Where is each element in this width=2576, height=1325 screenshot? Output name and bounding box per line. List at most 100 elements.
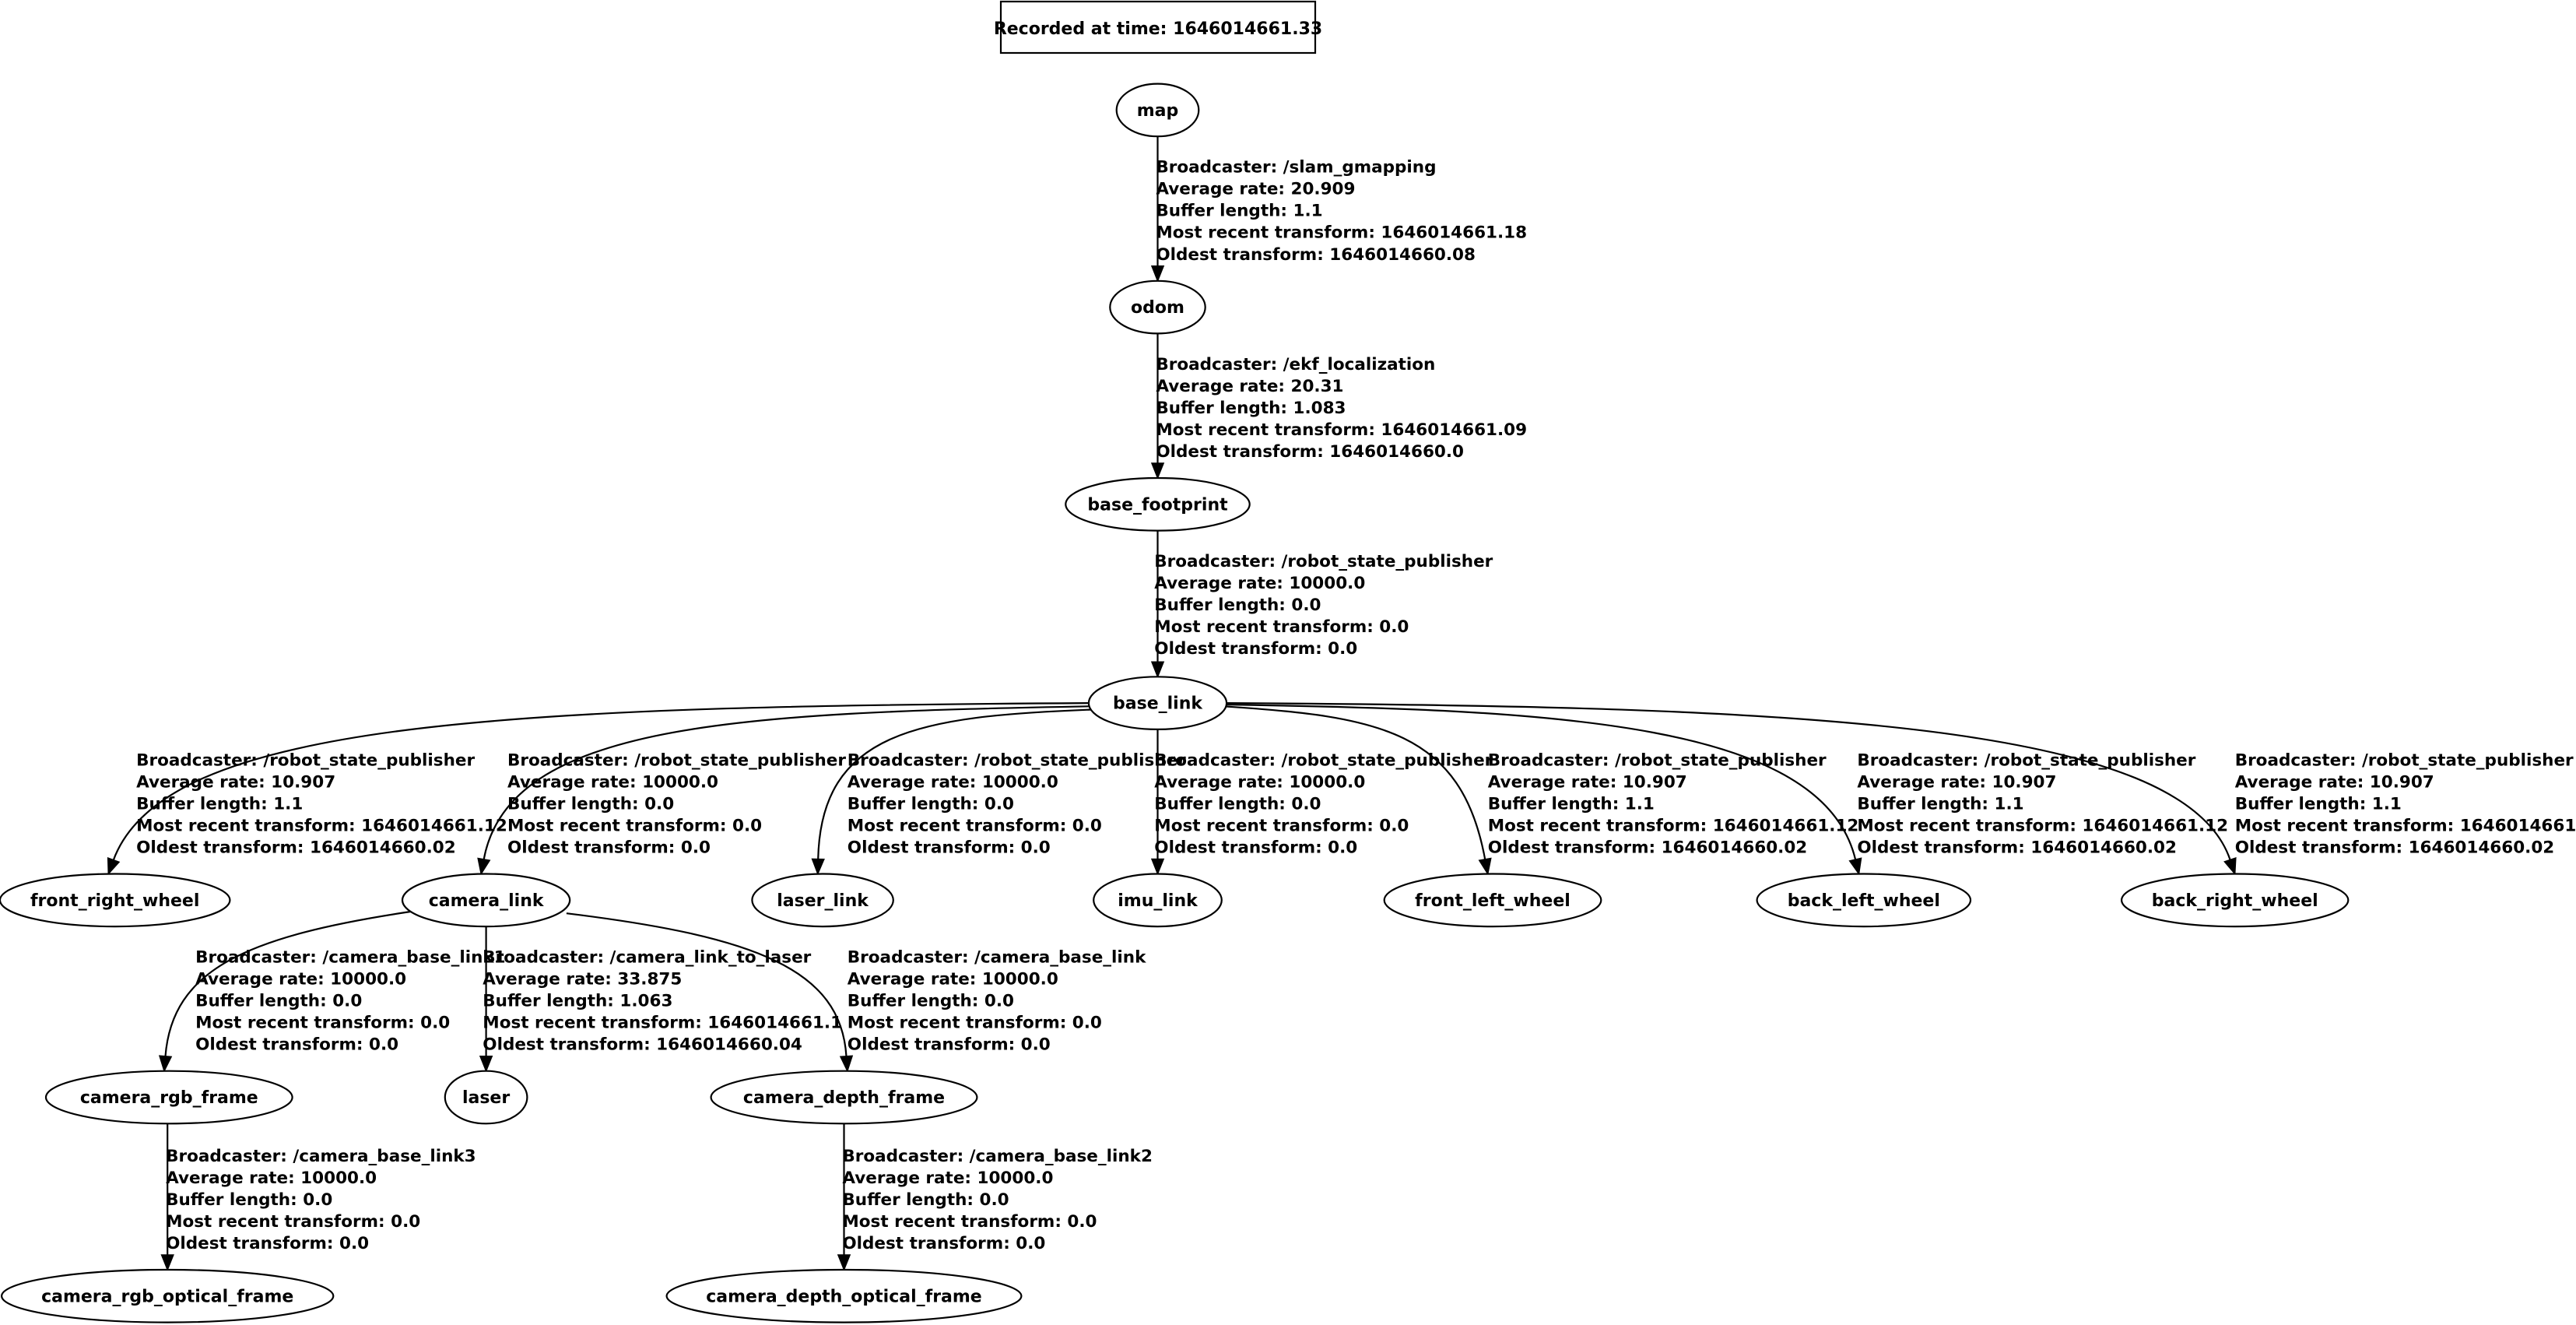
edge-label-line: Buffer length: 1.1 — [136, 794, 303, 814]
arrowhead-icon — [479, 1055, 493, 1073]
edge-label-line: Buffer length: 0.0 — [842, 1190, 1009, 1210]
arrowhead-icon — [1150, 265, 1165, 283]
edge-label-line: Average rate: 10000.0 — [1154, 772, 1365, 792]
node-label: back_right_wheel — [2152, 891, 2318, 911]
node-label: laser — [462, 1088, 510, 1108]
node-label: base_link — [1113, 694, 1203, 714]
node-map: map — [1115, 83, 1200, 138]
node-ellipse — [444, 1070, 528, 1125]
edge-line — [1227, 704, 1857, 860]
node-imu-link: imu_link — [1093, 873, 1223, 928]
edge-label-line: Most recent transform: 1646014661.12 — [136, 816, 507, 835]
arrowhead-icon — [837, 1254, 851, 1272]
node-ellipse — [401, 873, 571, 928]
arrowhead-icon — [1478, 857, 1492, 876]
edge-line — [1223, 705, 1486, 859]
node-base-link: base_link — [1087, 676, 1228, 730]
edge-label-line: Average rate: 10000.0 — [848, 970, 1058, 989]
edge-label-line: Average rate: 10000.0 — [842, 1169, 1053, 1188]
edge-label-line: Broadcaster: /camera_base_link1 — [195, 948, 506, 968]
node-ellipse — [0, 1268, 335, 1323]
node-label: odom — [1131, 298, 1184, 318]
edge-label-line: Most recent transform: 0.0 — [195, 1014, 450, 1033]
arrowhead-icon — [811, 858, 825, 876]
edge-label-line: Broadcaster: /camera_base_link — [848, 948, 1146, 968]
edge-line — [164, 910, 411, 1056]
node-label: imu_link — [1118, 891, 1199, 911]
header-box: Recorded at time: 1646014661.33 — [994, 0, 1322, 54]
edge-label-line: Average rate: 10000.0 — [195, 970, 406, 989]
edge-label-line: Oldest transform: 1646014660.02 — [1488, 838, 1808, 858]
edge-label-line: Most recent transform: 0.0 — [842, 1212, 1097, 1232]
node-camera-depth-frame: camera_depth_frame — [710, 1070, 978, 1125]
arrowhead-icon — [839, 1055, 854, 1073]
edge-label-line: Broadcaster: /camera_base_link2 — [842, 1147, 1153, 1166]
node-label: laser_link — [777, 891, 869, 911]
node-ellipse — [1115, 83, 1200, 138]
node-front-left-wheel: front_left_wheel — [1383, 873, 1602, 928]
node-ellipse — [44, 1070, 293, 1125]
edge-label-line: Broadcaster: /camera_link_to_laser — [483, 948, 811, 968]
edge-line — [817, 708, 1093, 859]
edge-label-line: Average rate: 10.907 — [1857, 772, 2056, 792]
edge-label-line: Most recent transform: 1646014661.12 — [1488, 816, 1859, 835]
node-laser-link: laser_link — [751, 873, 894, 928]
edge-label-line: Oldest transform: 0.0 — [1154, 639, 1357, 659]
edge-label-line: Most recent transform: 0.0 — [1154, 816, 1409, 835]
node-label: camera_rgb_optical_frame — [41, 1287, 293, 1306]
edge-label-line: Broadcaster: /robot_state_publisher — [1154, 750, 1493, 770]
edge-label-line: Buffer length: 1.1 — [2235, 794, 2402, 814]
edge-line — [112, 702, 1089, 861]
arrowhead-icon — [1848, 857, 1862, 876]
arrowhead-icon — [1150, 462, 1165, 480]
arrowhead-icon — [477, 857, 491, 876]
edge-label-line: Most recent transform: 0.0 — [848, 816, 1102, 835]
node-label: back_left_wheel — [1788, 891, 1940, 911]
edge-label-line: Broadcaster: /robot_state_publisher — [1857, 750, 2195, 770]
node-front-right-wheel: front_right_wheel — [0, 873, 231, 928]
arrowhead-icon — [1150, 661, 1165, 679]
edge-line — [566, 912, 848, 1056]
node-label: camera_rgb_frame — [80, 1088, 258, 1108]
edge-label-line: Oldest transform: 0.0 — [1154, 838, 1357, 858]
edge-label-line: Buffer length: 1.083 — [1156, 399, 1346, 418]
edge-label-line: Average rate: 10.907 — [1488, 772, 1687, 792]
edge-label-line: Buffer length: 0.0 — [166, 1190, 332, 1210]
edge-label-line: Oldest transform: 0.0 — [195, 1035, 398, 1055]
edge-label-line: Buffer length: 1.1 — [1488, 794, 1655, 814]
edge-label-line: Broadcaster: /robot_state_publisher — [1488, 750, 1827, 770]
edge-label-line: Oldest transform: 0.0 — [848, 1035, 1051, 1055]
node-ellipse — [751, 873, 894, 928]
node-camera-depth-optical-frame: camera_depth_optical_frame — [665, 1268, 1023, 1323]
nodes-layer: mapodombase_footprintbase_linkfront_righ… — [0, 83, 2350, 1323]
node-label: front_left_wheel — [1415, 891, 1571, 911]
edge-label-line: Most recent transform: 1646014661.12 — [2235, 816, 2576, 835]
arrowhead-icon — [2223, 857, 2237, 876]
node-ellipse — [1065, 476, 1251, 532]
node-ellipse — [665, 1268, 1023, 1323]
edge-label-line: Most recent transform: 1646014661.12 — [1857, 816, 2228, 835]
arrowhead-icon — [107, 857, 121, 876]
edge-line — [1227, 702, 2231, 860]
edge-label-line: Broadcaster: /robot_state_publisher — [507, 750, 846, 770]
arrowhead-icon — [160, 1254, 174, 1272]
arrowhead-icon — [1150, 858, 1165, 876]
node-ellipse — [2120, 873, 2350, 928]
